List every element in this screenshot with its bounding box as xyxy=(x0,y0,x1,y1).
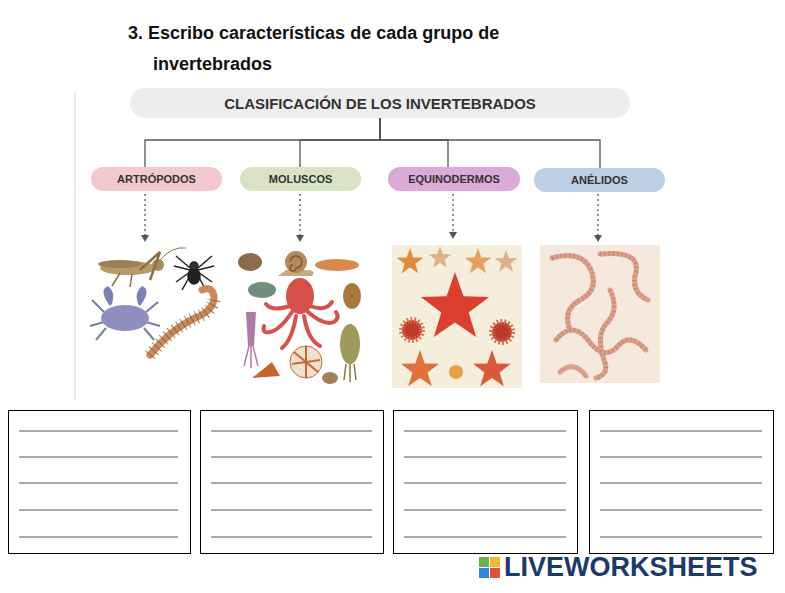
group-name: ANÉLIDOS xyxy=(571,174,628,186)
nautilus xyxy=(290,346,322,378)
connector-line xyxy=(145,118,380,167)
octopus xyxy=(264,278,338,348)
group-name: CLASIFICACIÓN DE LOS INVERTEBRADOS xyxy=(224,95,536,112)
centipede xyxy=(150,289,214,355)
shell xyxy=(238,253,262,271)
shell xyxy=(343,283,361,309)
annelids-picture xyxy=(540,245,660,383)
group-name: ARTRÓPODOS xyxy=(117,173,196,185)
answer-boxes xyxy=(9,411,774,554)
shell xyxy=(248,282,276,298)
group-name: MOLUSCOS xyxy=(269,173,333,185)
exercise-heading: 3. Escribo características de cada grupo… xyxy=(128,18,598,80)
echinoderms-picture xyxy=(392,245,522,388)
spider xyxy=(174,256,214,290)
logo-mark xyxy=(479,557,500,578)
connector-line xyxy=(380,118,600,168)
molluscs-picture xyxy=(238,251,361,384)
shell xyxy=(322,372,338,384)
arthropods-picture xyxy=(90,248,214,355)
cuttlefish xyxy=(340,324,360,382)
watermark: LIVEWORKSHEETS xyxy=(504,552,758,583)
shell xyxy=(252,362,280,378)
image-border xyxy=(74,92,76,400)
crab xyxy=(90,286,160,340)
dotted-arrows xyxy=(141,194,602,242)
slug xyxy=(315,259,359,271)
root-band: CLASIFICACIÓN DE LOS INVERTEBRADOS xyxy=(130,88,630,118)
snail xyxy=(278,251,314,276)
connector-line xyxy=(380,118,448,167)
group-pill: ARTRÓPODOS xyxy=(91,167,222,191)
connector-line xyxy=(300,118,380,167)
grasshopper xyxy=(98,248,186,287)
squid xyxy=(244,312,258,368)
group-pill: MOLUSCOS xyxy=(240,167,361,191)
group-pill: EQUINODERMOS xyxy=(388,167,520,191)
group-pill: ANÉLIDOS xyxy=(534,168,665,192)
group-name: EQUINODERMOS xyxy=(408,173,500,185)
